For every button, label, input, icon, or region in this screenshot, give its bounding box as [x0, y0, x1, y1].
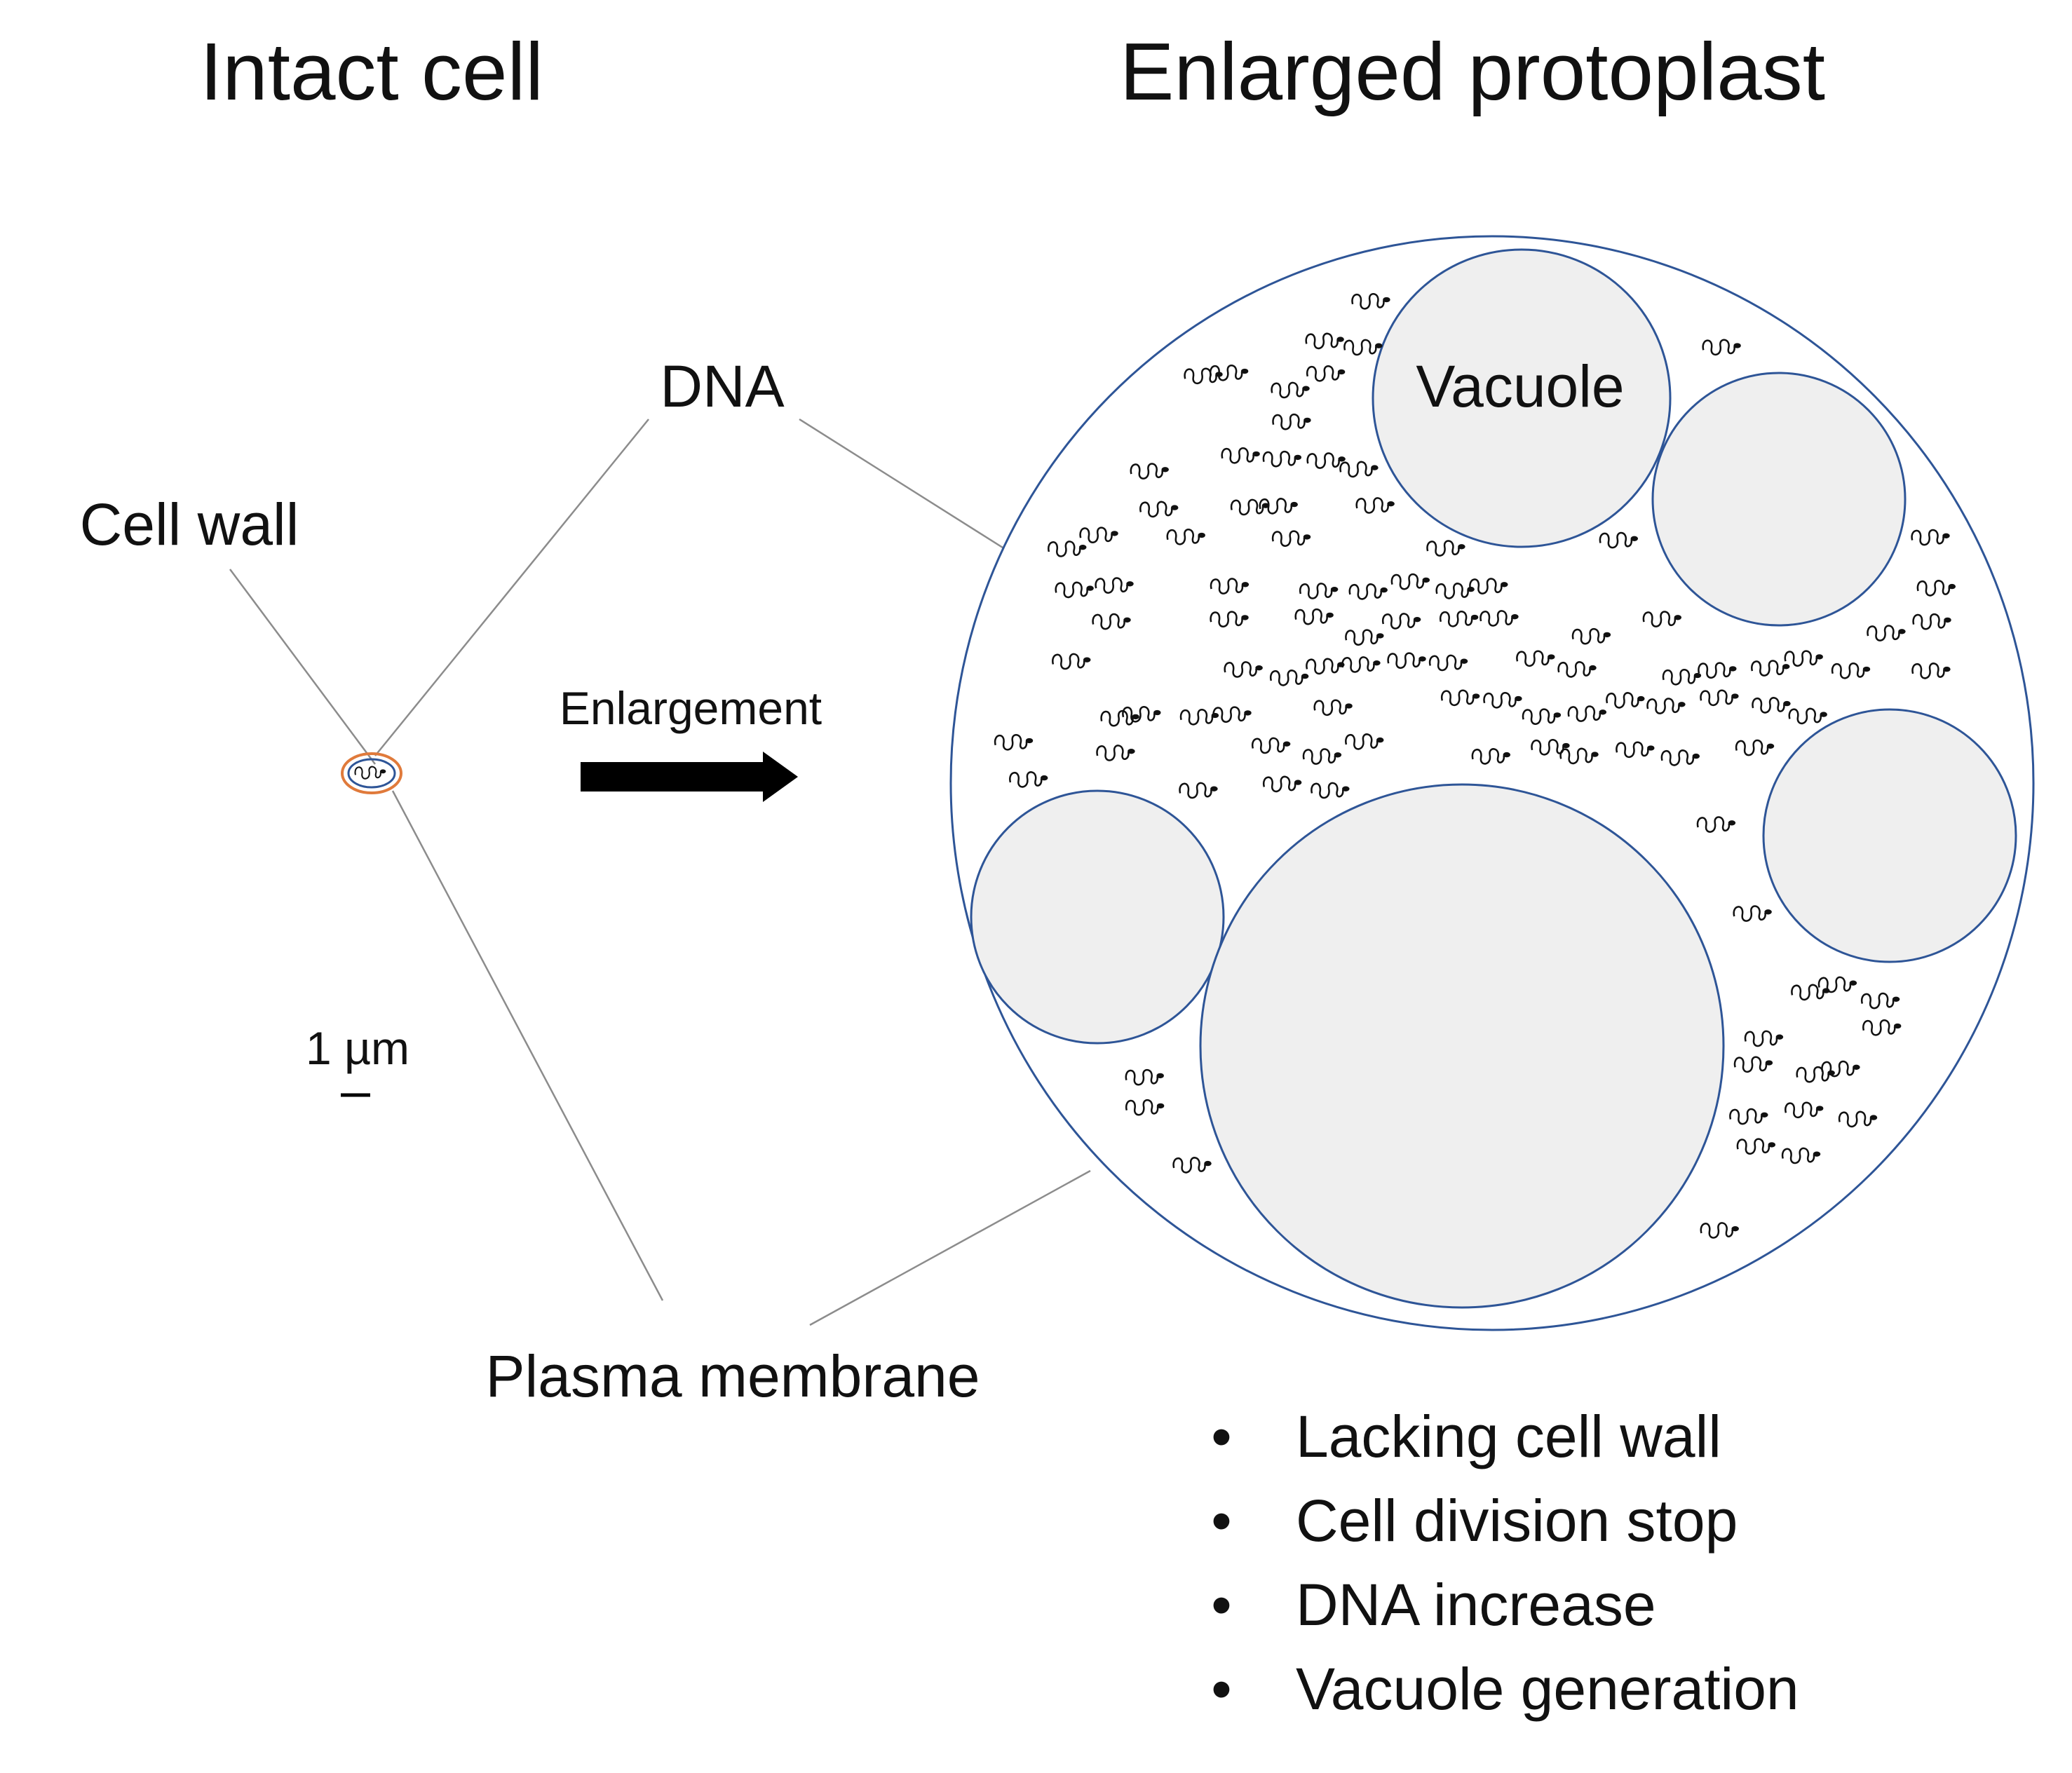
list-item: • Cell division stop — [1211, 1488, 1738, 1554]
bullet-text: Cell division stop — [1296, 1488, 1738, 1554]
intact-cell — [341, 752, 402, 794]
intact-dna-icon — [354, 766, 387, 780]
scale-bar-label: 1 µm — [306, 1022, 409, 1074]
bullet-marker: • — [1211, 1572, 1231, 1638]
bullet-text: Lacking cell wall — [1296, 1404, 1721, 1469]
list-item: • Lacking cell wall — [1211, 1404, 1721, 1469]
bullet-marker: • — [1211, 1488, 1231, 1554]
list-item: • Vacuole generation — [1211, 1656, 1799, 1722]
vacuole-label: Vacuole — [1416, 353, 1624, 419]
intact-cell-title: Intact cell — [200, 26, 543, 117]
leader-dna-protoplast — [799, 418, 1024, 562]
bullet-text: Vacuole generation — [1296, 1656, 1799, 1722]
vacuole-right — [1762, 708, 2017, 963]
vacuole-top — [1372, 248, 1672, 548]
dna-label: DNA — [660, 353, 784, 419]
plasma-membrane-label: Plasma membrane — [486, 1343, 980, 1409]
cell-wall-outline — [341, 752, 402, 794]
vacuole-upper-right — [1651, 372, 1907, 627]
protoplast-title: Enlarged protoplast — [1120, 26, 1825, 117]
feature-list: • Lacking cell wall • Cell division stop… — [1211, 1404, 1799, 1722]
leader-membrane-intact — [391, 790, 664, 1301]
bullet-text: DNA increase — [1296, 1572, 1656, 1638]
vacuole-left — [970, 789, 1225, 1045]
leader-lines — [229, 418, 1091, 1326]
leader-membrane-protoplast — [809, 1169, 1091, 1326]
right-arrow-icon — [581, 752, 798, 802]
bullet-marker: • — [1211, 1656, 1231, 1722]
intact-cell-membrane — [347, 758, 396, 789]
list-item: • DNA increase — [1211, 1572, 1655, 1638]
enlarged-protoplast: Vacuole — [949, 235, 2035, 1331]
bullet-marker: • — [1211, 1404, 1231, 1469]
vacuole-large — [1199, 783, 1725, 1309]
enlargement-label: Enlargement — [560, 682, 822, 734]
cell-wall-label: Cell wall — [80, 491, 299, 557]
leader-dna-intact — [374, 419, 649, 756]
leader-cell-wall — [229, 569, 377, 765]
